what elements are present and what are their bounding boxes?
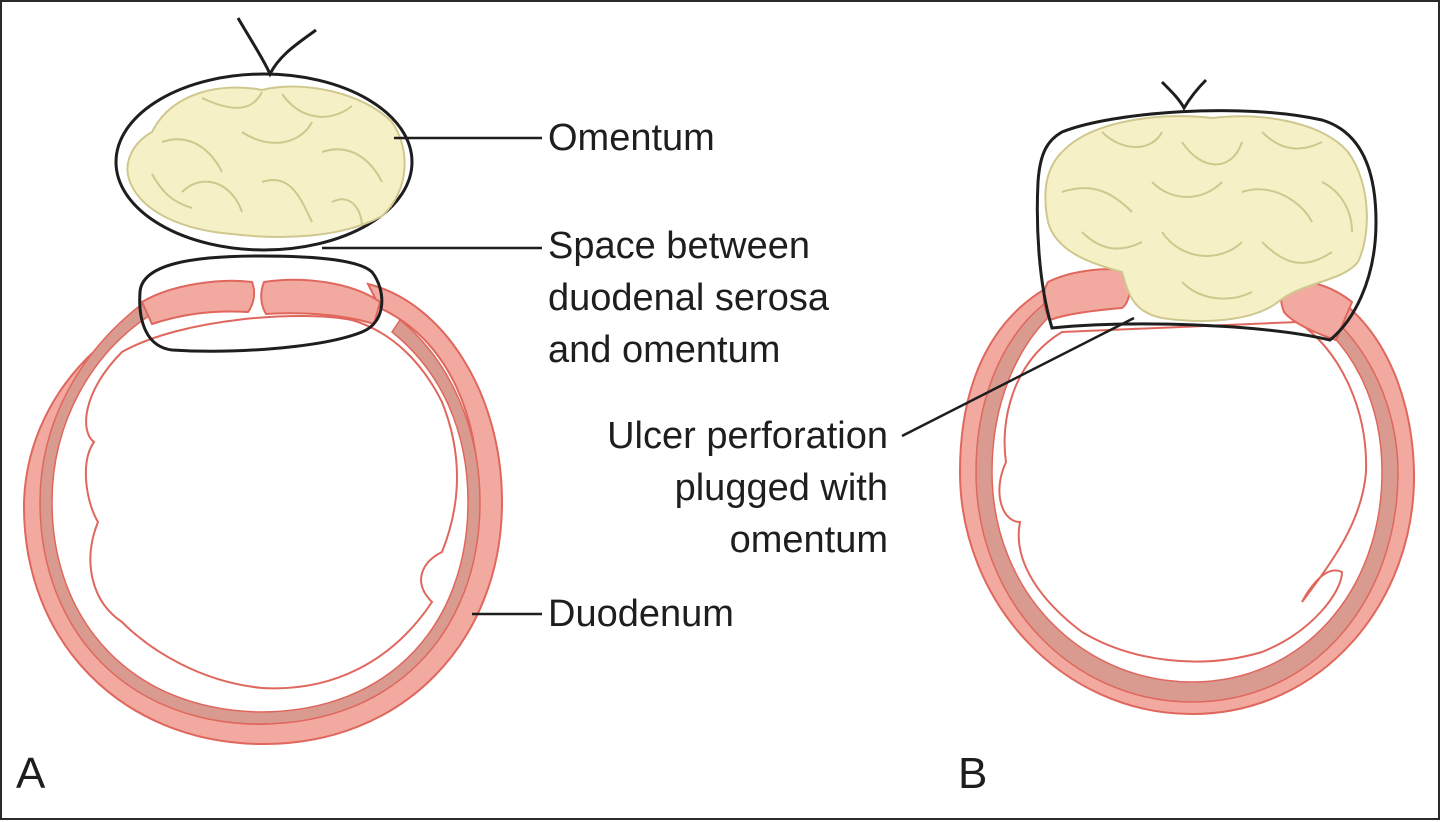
label-space-between-line-3: and omentum: [548, 329, 781, 371]
omentum-a: [114, 72, 414, 252]
duodenum-a-muscle-layer: [39, 303, 481, 725]
panel-a-illustration: [22, 17, 504, 746]
leader-ulcer-perforation: [901, 316, 1135, 438]
duodenum-a: [22, 278, 504, 746]
panel-b-illustration: [958, 78, 1416, 716]
omentum-b-outline: [1035, 109, 1378, 342]
omentum-b-fat: [1044, 115, 1368, 322]
panel-letter-b: B: [958, 749, 988, 798]
space-between-outline: [138, 254, 384, 353]
duodenum-b-left-flap: [1042, 268, 1131, 322]
label-ulcer-perforation-line-2: plugged with: [674, 467, 888, 509]
label-omentum: Omentum: [548, 112, 715, 164]
omentum-a-lobules: [151, 91, 383, 227]
omentum-b-lobules: [1061, 131, 1353, 300]
label-duodenum-text: Duodenum: [548, 593, 734, 635]
label-space-between: Space between duodenal serosa and omentu…: [548, 220, 829, 376]
panel-letter-a: A: [16, 749, 46, 798]
duodenum-b: [958, 268, 1416, 716]
duodenum-a-right-flap: [260, 278, 382, 326]
duodenum-a-lumen: [84, 315, 458, 690]
label-omentum-text: Omentum: [548, 117, 715, 159]
label-space-between-line-2: duodenal serosa: [548, 277, 829, 319]
omentum-b: [1035, 109, 1378, 342]
label-ulcer-perforation: Ulcer perforation plugged with omentum: [548, 410, 888, 566]
suture-b: [1160, 78, 1208, 112]
duodenum-b-lumen: [998, 320, 1368, 663]
label-duodenum: Duodenum: [548, 588, 734, 640]
label-space-between-line-1: Space between: [548, 225, 810, 267]
suture-a: [236, 17, 317, 78]
omentum-a-fat: [126, 85, 406, 238]
leader-lines: [322, 136, 1135, 616]
label-ulcer-perforation-line-1: Ulcer perforation: [607, 415, 888, 457]
duodenum-a-left-flap: [140, 279, 256, 326]
label-ulcer-perforation-line-3: omentum: [729, 519, 888, 561]
